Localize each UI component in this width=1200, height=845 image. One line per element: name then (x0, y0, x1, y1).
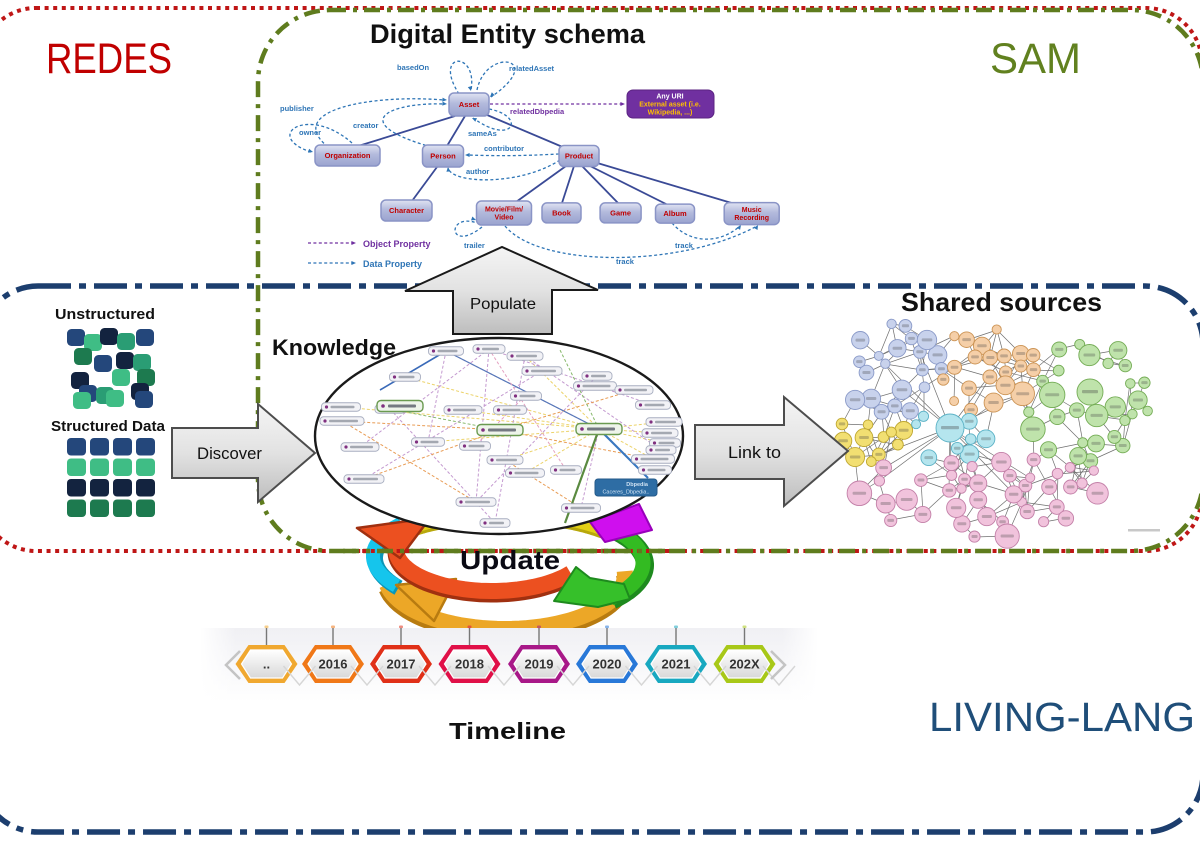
svg-text:creator: creator (353, 121, 379, 130)
svg-text:LIVING-LANG: LIVING-LANG (929, 694, 1195, 740)
svg-text:2016: 2016 (319, 657, 348, 672)
svg-text:..: .. (263, 657, 270, 672)
svg-text:Caceres_Dbpedia..: Caceres_Dbpedia.. (602, 490, 650, 496)
svg-text:Music: Music (742, 207, 762, 214)
svg-text:Any URI: Any URI (656, 94, 683, 101)
svg-text:Data Property: Data Property (363, 259, 422, 269)
svg-text:Link to: Link to (728, 443, 781, 462)
svg-text:Unstructured: Unstructured (55, 306, 155, 323)
svg-text:contributor: contributor (484, 144, 524, 153)
svg-text:Organization: Organization (325, 151, 371, 160)
svg-text:Wikipedia, ...): Wikipedia, ...) (648, 110, 693, 117)
svg-text:Recording: Recording (734, 215, 769, 222)
svg-text:track: track (675, 241, 694, 250)
svg-text:Product: Product (565, 152, 594, 161)
svg-text:Timeline: Timeline (449, 718, 566, 744)
svg-text:Album: Album (663, 209, 687, 218)
svg-text:Dbpedia: Dbpedia (626, 482, 649, 488)
svg-text:2018: 2018 (455, 657, 484, 672)
svg-text:basedOn: basedOn (397, 63, 430, 72)
svg-text:External asset (i.e.: External asset (i.e. (639, 102, 701, 109)
svg-text:Structured Data: Structured Data (51, 418, 166, 435)
svg-text:relatedAsset: relatedAsset (509, 64, 555, 73)
svg-text:publisher: publisher (280, 104, 314, 113)
svg-text:Game: Game (610, 209, 631, 218)
svg-text:REDES: REDES (46, 35, 172, 83)
svg-text:author: author (466, 167, 489, 176)
svg-text:2020: 2020 (593, 657, 622, 672)
svg-text:Person: Person (430, 152, 456, 161)
svg-text:Update: Update (460, 545, 560, 575)
svg-text:Digital Entity schema: Digital Entity schema (370, 19, 646, 49)
svg-text:Object Property: Object Property (363, 239, 431, 249)
svg-text:Character: Character (389, 206, 424, 215)
svg-text:trailer: trailer (464, 241, 485, 250)
svg-text:Shared sources: Shared sources (901, 287, 1102, 317)
svg-text:Video: Video (495, 214, 514, 221)
svg-text:Asset: Asset (459, 100, 480, 109)
svg-text:owner: owner (299, 128, 321, 137)
svg-text:2019: 2019 (525, 657, 554, 672)
svg-text:relatedDbpedia: relatedDbpedia (510, 107, 565, 116)
svg-text:Populate: Populate (470, 296, 536, 313)
svg-text:202X: 202X (729, 657, 760, 672)
svg-text:Discover: Discover (197, 444, 262, 463)
svg-text:2017: 2017 (387, 657, 416, 672)
svg-text:Book: Book (552, 209, 572, 218)
svg-text:Knowledge: Knowledge (272, 335, 396, 360)
svg-text:2021: 2021 (662, 657, 691, 672)
svg-text:sameAs: sameAs (468, 129, 497, 138)
svg-text:track: track (616, 257, 635, 266)
svg-text:Movie/Film/: Movie/Film/ (485, 206, 523, 213)
svg-text:SAM: SAM (990, 35, 1081, 83)
